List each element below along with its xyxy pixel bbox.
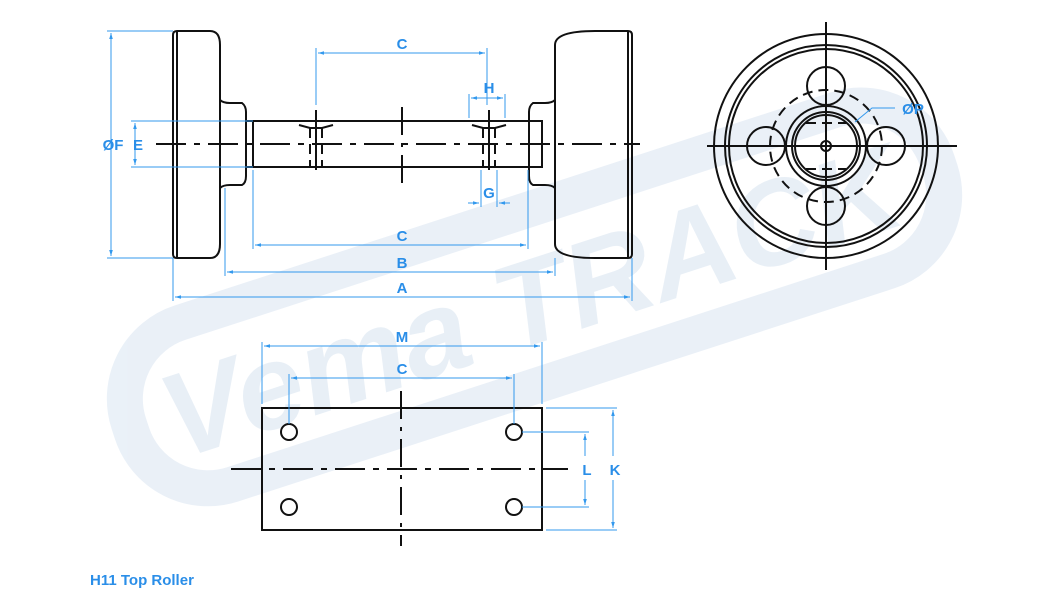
dim-phi-f: ØF [103, 137, 124, 154]
plate-dimensions: M C L K [261, 329, 621, 531]
dim-m: M [396, 329, 409, 346]
end-view: ØP [707, 22, 957, 270]
dim-l: L [582, 462, 591, 479]
dim-c-plate: C [397, 361, 408, 378]
dim-g: G [483, 185, 495, 202]
drawing-title: H11 Top Roller [90, 572, 194, 589]
dim-a: A [397, 280, 408, 297]
side-view [156, 30, 640, 259]
side-dimensions: ØF E C H G C B A [103, 30, 633, 301]
dim-c-mid: C [397, 228, 408, 245]
dim-k: K [610, 462, 621, 479]
dim-e: E [133, 137, 143, 154]
dim-c-top: C [397, 36, 408, 53]
dim-phi-p: ØP [902, 101, 924, 118]
dim-h: H [484, 80, 495, 97]
dim-b: B [397, 255, 408, 272]
